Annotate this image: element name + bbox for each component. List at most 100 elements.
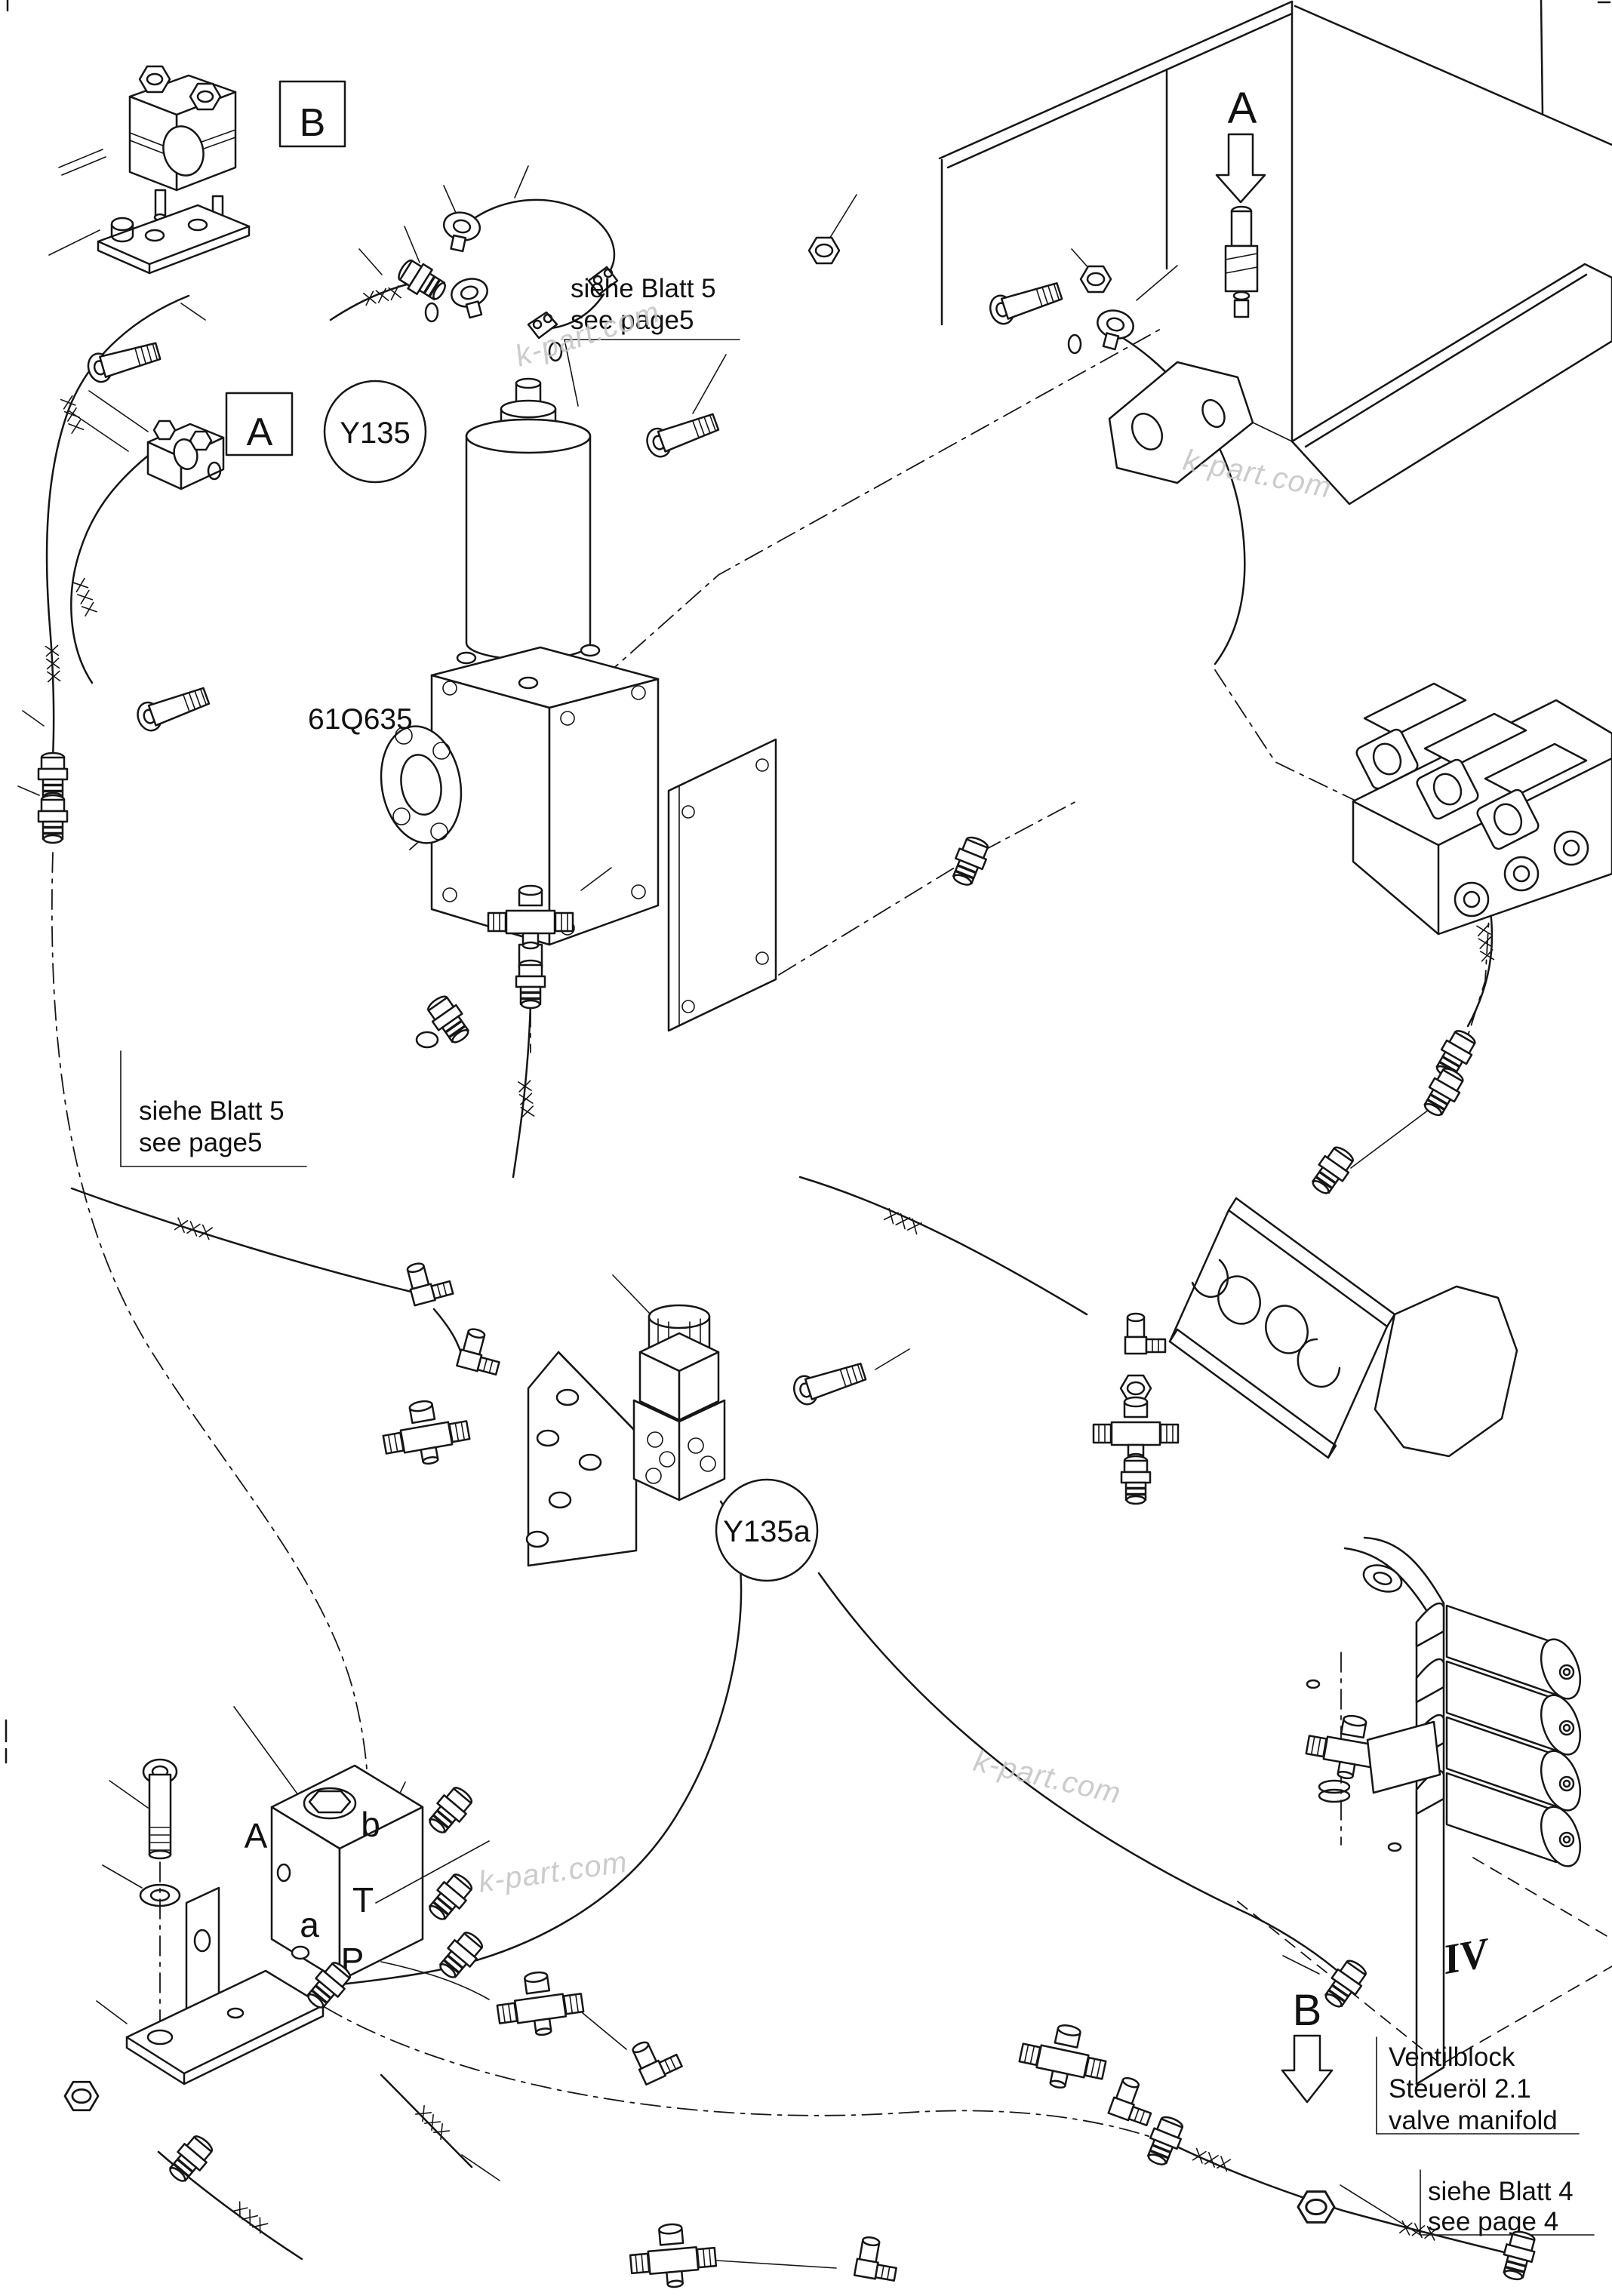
flange-fitting: [587, 266, 619, 296]
hose-braid: [1192, 2147, 1232, 2172]
tee-fitting: [626, 2220, 719, 2291]
note-top-ref: siehe Blatt 5 see page5: [564, 274, 740, 407]
hose-braid: [414, 2104, 451, 2141]
socket-bolt: [84, 336, 163, 386]
control-valve-cube: [233, 1706, 490, 2000]
solenoid-coil: [1355, 728, 1419, 790]
center-fittings: [415, 832, 993, 1049]
note-bottom-line1: siehe Blatt 4: [1428, 2177, 1574, 2206]
hose-fitting: [423, 1782, 478, 1840]
port-label-a: a: [300, 1905, 319, 1944]
detail-label-a: A: [247, 410, 273, 454]
right-banjo-assembly: [986, 248, 1178, 355]
hex-bolt: [789, 1357, 869, 1409]
manifold-block: [1366, 1720, 1441, 1794]
hose-braid: [174, 1217, 214, 1240]
pipe-clamp-assembly: [48, 65, 251, 321]
manifold-cylinder: [1415, 1769, 1582, 1867]
hose-fitting: [393, 254, 451, 306]
id-y135a: Y135a: [723, 1515, 811, 1548]
quick-coupler: [422, 991, 475, 1049]
flange-fitting: [527, 311, 558, 340]
pilot-valve-body: [632, 1304, 726, 1501]
hex-plug: [303, 1787, 357, 1820]
banjo-fitting: [1091, 306, 1138, 354]
cover-plate: [667, 738, 777, 1032]
id-y135: Y135: [340, 416, 410, 450]
banjo-fitting: [438, 208, 484, 255]
view-arrow-a: A: [1215, 84, 1266, 204]
hose-fitting: [37, 752, 69, 802]
o-ring: [548, 341, 563, 362]
note-manifold-line2: Steueröl 2.1: [1389, 2074, 1531, 2104]
socket-bolt-vertical: [142, 1758, 178, 1860]
hose-fitting: [423, 1869, 478, 1926]
clamp-bolt: [189, 82, 222, 111]
port-label-A: A: [245, 1816, 268, 1855]
dust-cap: [415, 1031, 439, 1049]
note-bottom-line2: see page 4: [1428, 2207, 1558, 2236]
hex-nut: [808, 236, 841, 265]
note-left-line2: see page5: [139, 1128, 262, 1157]
note-top-line2: see page5: [571, 306, 694, 335]
watermark-text: k-part.com: [476, 1846, 629, 1899]
chassis-member: [1168, 1025, 1518, 1459]
hose-fitting: [433, 1927, 488, 1984]
valve-bank: [1352, 682, 1612, 936]
tee-fitting: [1014, 2016, 1113, 2098]
watermarks: k-part.com k-part.com k-part.com k-part.…: [476, 295, 1334, 1899]
hose-braid: [231, 2201, 269, 2234]
port-label-T: T: [352, 1880, 374, 1919]
note-valve-manifold: Ventilblock Steueröl 2.1 valve manifold: [1376, 2036, 1580, 2135]
note-bottom-ref: siehe Blatt 4 see page 4: [1340, 2169, 1595, 2236]
elbow-fitting: [628, 2030, 684, 2086]
solenoid-coil: [1416, 758, 1479, 820]
view-arrow-b: B: [1281, 1955, 1372, 2104]
solenoid-valve-y135: [380, 377, 660, 1004]
detail-box-b: B: [278, 80, 346, 148]
elbow-fitting: [1124, 1312, 1167, 1355]
port-hole: [291, 1945, 310, 1960]
hose-braid: [517, 1080, 535, 1118]
part-number-61q635: 61Q635: [308, 703, 413, 736]
down-arrow-icon: [1281, 2034, 1334, 2104]
note-top-line1: siehe Blatt 5: [571, 274, 716, 303]
machine-frame: [938, 0, 1612, 506]
manifold-cylinder: [1415, 1658, 1582, 1756]
tee-fitting: [377, 1393, 474, 1472]
port-hole: [276, 1863, 291, 1883]
socket-bolt: [642, 407, 721, 461]
clamp-bolt: [138, 65, 171, 94]
note-manifold-line1: Ventilblock: [1389, 2042, 1515, 2072]
hose-fitting: [1120, 1455, 1152, 1505]
hose-fitting: [946, 832, 993, 890]
tee-fitting: [492, 1966, 587, 2042]
hose-braid: [45, 644, 61, 683]
tee-fitting: [1092, 1396, 1180, 1462]
note-left-ref: siehe Blatt 5 see page5: [120, 1050, 307, 1167]
watermark-text: k-part.com: [971, 1744, 1124, 1811]
hose-fitting: [515, 959, 546, 1010]
id-circle-y135a: Y135a: [715, 1478, 819, 1582]
o-ring: [424, 302, 439, 323]
hose-fitting: [1318, 1955, 1372, 2013]
port-label-b: b: [361, 1805, 380, 1844]
hose-fitting: [1306, 1142, 1359, 1200]
detail-box-a: A: [225, 392, 294, 456]
solenoid-coil: [1476, 788, 1540, 850]
note-left-line1: siehe Blatt 5: [139, 1096, 285, 1126]
banjo-fitting: [447, 274, 494, 322]
hex-nut: [1079, 265, 1112, 294]
manifold-cylinder: [1415, 1714, 1582, 1812]
view-arrow-a-label: A: [1228, 84, 1257, 133]
pilot-valve-y135a: [525, 1274, 910, 1567]
hose-fitting: [1141, 2112, 1188, 2170]
hex-nut: [1297, 2190, 1336, 2224]
installed-valve: [1224, 205, 1259, 318]
right-fitting-column: [1092, 1312, 1180, 1505]
hose-fitting: [37, 794, 69, 844]
hose-clamp-left: [17, 390, 225, 844]
elbow-fitting: [403, 1256, 455, 1307]
down-arrow-icon: [1215, 133, 1266, 204]
